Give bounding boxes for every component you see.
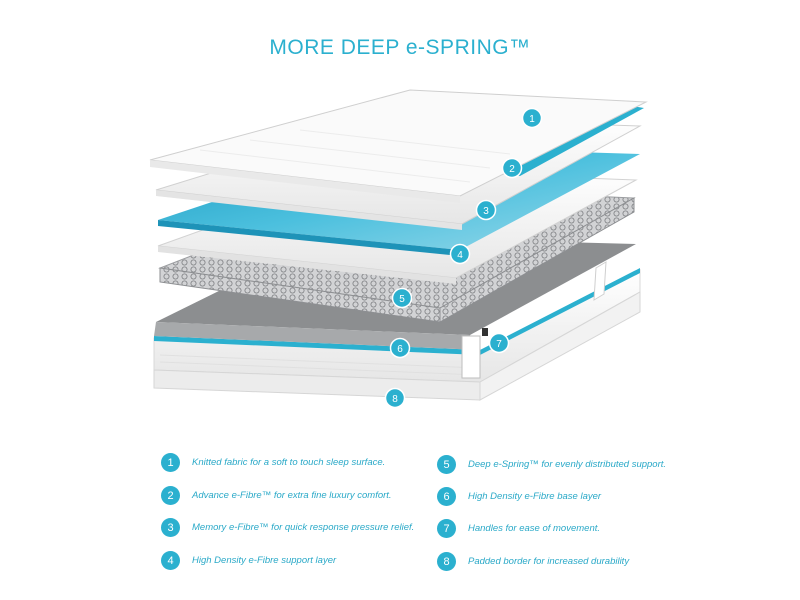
legend-number-badge: 3: [161, 518, 180, 537]
legend-number-badge: 1: [161, 453, 180, 472]
legend-number-badge: 5: [437, 455, 456, 474]
legend-text: Deep e-Spring™ for evenly distributed su…: [468, 459, 667, 470]
marker-7: 7: [488, 332, 510, 354]
marker-6: 6: [389, 337, 411, 359]
legend-item-8: 8 Padded border for increased durability: [437, 552, 629, 571]
legend-item-1: 1 Knitted fabric for a soft to touch sle…: [161, 453, 385, 472]
svg-text:4: 4: [457, 250, 463, 261]
legend-text: Knitted fabric for a soft to touch sleep…: [192, 457, 386, 468]
svg-text:3: 3: [483, 206, 489, 217]
legend-item-2: 2 Advance e-Fibre™ for extra fine luxury…: [161, 486, 392, 505]
marker-2: 2: [501, 157, 523, 179]
svg-text:2: 2: [509, 164, 515, 175]
legend-item-5: 5 Deep e-Spring™ for evenly distributed …: [437, 455, 666, 474]
marker-5: 5: [391, 287, 413, 309]
legend-number-badge: 2: [161, 486, 180, 505]
svg-text:8: 8: [392, 394, 398, 405]
legend-item-6: 6 High Density e-Fibre base layer: [437, 487, 601, 506]
legend-number-badge: 4: [161, 551, 180, 570]
marker-8: 8: [384, 387, 406, 409]
legend-text: High Density e-Fibre support layer: [192, 555, 337, 566]
legend-item-4: 4 High Density e-Fibre support layer: [161, 551, 336, 570]
legend-number-badge: 7: [437, 519, 456, 538]
legend-number-badge: 8: [437, 552, 456, 571]
svg-text:7: 7: [496, 339, 502, 350]
legend-text: Handles for ease of movement.: [468, 523, 601, 534]
marker-4: 4: [449, 243, 471, 265]
svg-text:5: 5: [399, 294, 405, 305]
svg-text:1: 1: [529, 114, 535, 125]
legend-text: Padded border for increased durability: [468, 556, 630, 567]
mattress-layers-illustration: 1 2 3 4 5 6 7 8: [149, 89, 648, 409]
marker-3: 3: [475, 199, 497, 221]
legend-number-badge: 6: [437, 487, 456, 506]
legend-item-7: 7 Handles for ease of movement.: [437, 519, 600, 538]
legend-text: High Density e-Fibre base layer: [468, 491, 602, 502]
legend-text: Advance e-Fibre™ for extra fine luxury c…: [192, 490, 392, 501]
marker-1: 1: [521, 107, 543, 129]
legend-item-3: 3 Memory e-Fibre™ for quick response pre…: [161, 518, 414, 537]
legend-text: Memory e-Fibre™ for quick response press…: [192, 522, 415, 533]
svg-text:6: 6: [397, 344, 403, 355]
page-title: MORE DEEP e-SPRING™: [269, 36, 531, 59]
